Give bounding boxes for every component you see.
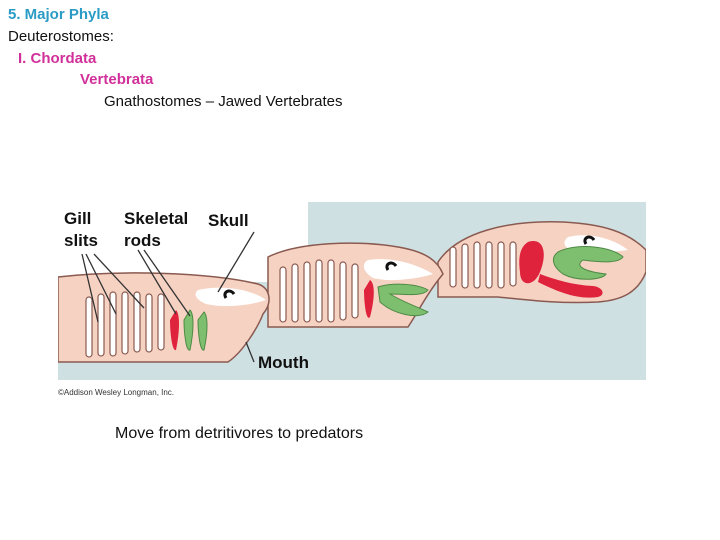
jawless-fish — [58, 272, 270, 363]
rods-label: rods — [124, 231, 161, 250]
jawed-fish-early — [267, 242, 444, 328]
gnathostomes-label: Gnathostomes – Jawed Vertebrates — [104, 93, 343, 110]
jaw-evolution-figure: Gill slits Skeletal rods Skull Mouth — [58, 202, 646, 380]
label-pointers — [81, 231, 255, 363]
label-panel — [58, 202, 308, 282]
slide-heading: 5. Major Phyla — [8, 6, 109, 23]
skeletal-label: Skeletal — [124, 209, 188, 228]
skull-label: Skull — [208, 211, 249, 230]
vertebrata-label: Vertebrata — [80, 71, 154, 88]
jawed-fish-modern — [437, 221, 646, 304]
chordata-label: I. Chordata — [18, 50, 97, 67]
slide-caption: Move from detritivores to predators — [115, 425, 364, 442]
slits-label: slits — [64, 231, 98, 250]
figure-credit: ©Addison Wesley Longman, Inc. — [58, 388, 175, 397]
deuterostomes-label: Deuterostomes: — [8, 28, 114, 45]
gill-label: Gill — [64, 209, 91, 228]
mouth-label: Mouth — [258, 353, 309, 372]
